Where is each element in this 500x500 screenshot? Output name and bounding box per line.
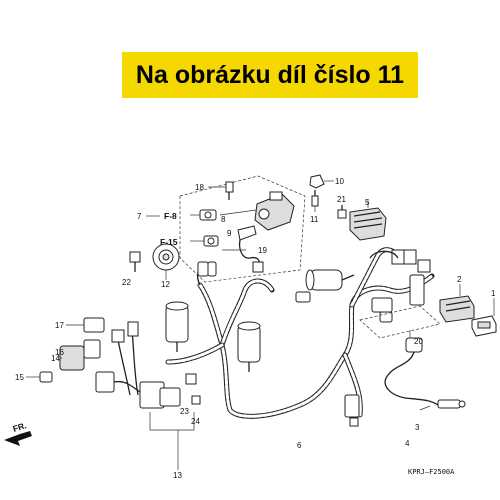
- callout-8: 8: [221, 215, 226, 224]
- ignition-switch-group[interactable]: F-8 F-15: [146, 175, 306, 283]
- bolt-18[interactable]: [208, 181, 234, 200]
- direction-label: FR.: [12, 420, 28, 434]
- callout-12: 12: [161, 280, 170, 289]
- callouts: 1 2 3 4 5 6 7 8 9 10 11 12 13 14 15 16 1…: [15, 177, 496, 480]
- clip-23[interactable]: [185, 373, 197, 385]
- callout-20: 20: [414, 337, 423, 346]
- horn-12[interactable]: [152, 243, 180, 280]
- callout-19: 19: [258, 246, 267, 255]
- callout-9: 9: [227, 229, 232, 238]
- callout-1: 1: [491, 289, 496, 298]
- clip-15[interactable]: [26, 371, 53, 383]
- sensor-3-4[interactable]: [359, 305, 466, 411]
- callout-16: 16: [55, 348, 64, 357]
- callout-7: 7: [137, 212, 142, 221]
- flasher-14[interactable]: [59, 345, 85, 371]
- relay-17[interactable]: [66, 317, 105, 333]
- callout-17: 17: [55, 321, 64, 330]
- callout-23: 23: [180, 407, 189, 416]
- callout-2: 2: [457, 275, 462, 284]
- sub-harness-13[interactable]: [95, 321, 195, 470]
- part-number-banner: Na obrázku díl číslo 11: [122, 52, 418, 98]
- callout-24: 24: [191, 417, 200, 426]
- callout-4: 4: [405, 439, 410, 448]
- callout-6: 6: [297, 441, 302, 450]
- callout-5: 5: [365, 198, 370, 207]
- connector-1[interactable]: [471, 298, 497, 337]
- ref-f15: F-15: [160, 237, 178, 247]
- diagram-code: KPRJ—F2500A: [408, 468, 455, 476]
- callout-22: 22: [122, 278, 131, 287]
- wire-harness[interactable]: [165, 247, 435, 419]
- regulator-rectifier-5[interactable]: [349, 200, 387, 241]
- callout-13: 13: [173, 471, 182, 480]
- ref-f8: F-8: [164, 211, 177, 221]
- harness-connectors: [165, 249, 431, 427]
- callout-18: 18: [195, 183, 204, 192]
- clip-24[interactable]: [191, 395, 201, 405]
- box-2[interactable]: [439, 284, 475, 323]
- callout-3: 3: [415, 423, 420, 432]
- bolt-22[interactable]: [129, 251, 141, 272]
- callout-10: 10: [335, 177, 344, 186]
- bolt-21[interactable]: [337, 205, 347, 219]
- banner-text: Na obrázku díl číslo 11: [135, 60, 405, 89]
- bolt-11[interactable]: [311, 190, 319, 212]
- front-direction-arrow: FR.: [4, 420, 32, 446]
- callout-15: 15: [15, 373, 24, 382]
- callout-14: 14: [51, 354, 60, 363]
- clip-10[interactable]: [309, 174, 334, 189]
- callout-21: 21: [337, 195, 346, 204]
- callout-11: 11: [310, 215, 319, 224]
